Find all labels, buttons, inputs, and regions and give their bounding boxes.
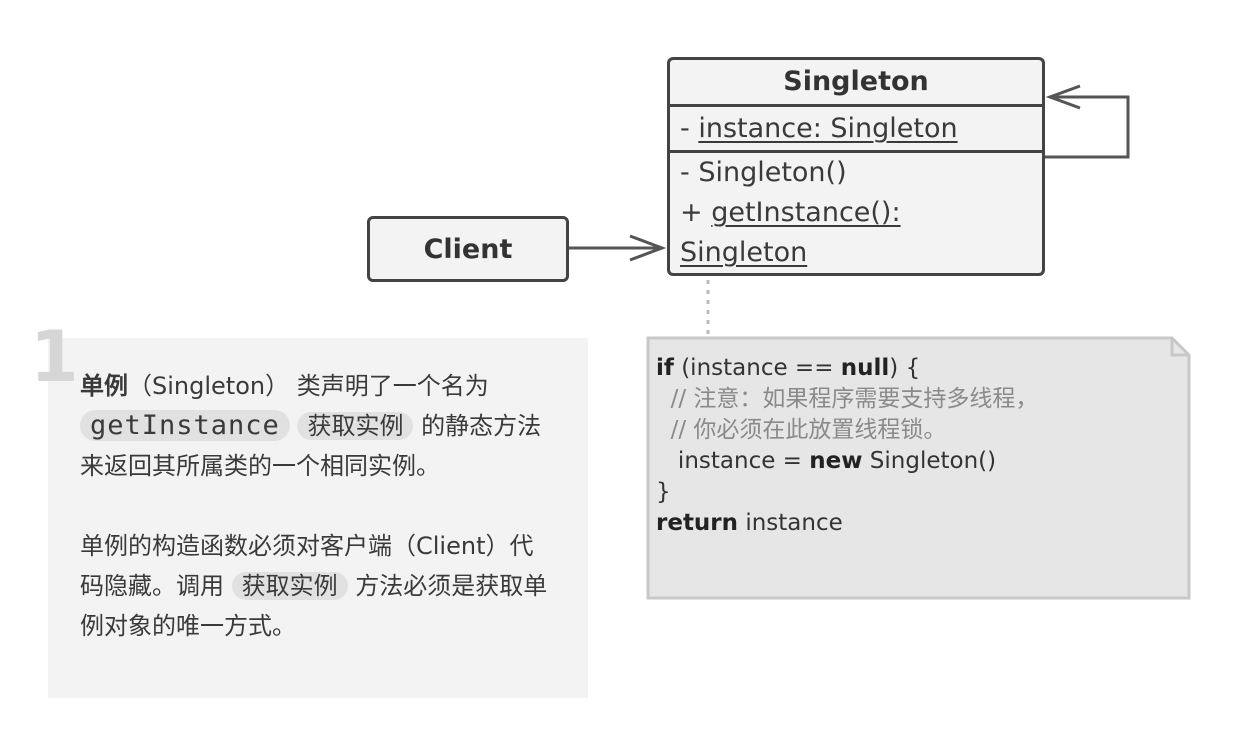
self-association-line: [1045, 95, 1130, 159]
code-text: ) {: [889, 355, 921, 381]
class-fields: - instance: Singleton: [670, 106, 1042, 150]
method-visibility: +: [680, 197, 712, 228]
method-constructor: - Singleton(): [680, 157, 847, 188]
field-visibility: -: [680, 112, 699, 144]
note-p2-text-a: 单例的构造函数必须对客户端（Client）代码隐藏。调用: [80, 532, 534, 600]
method-getinstance-row: + getInstance(): Singleton: [680, 193, 1032, 273]
client-arrowhead: [629, 234, 667, 262]
note-code-getinstance: getInstance: [80, 410, 290, 441]
self-association-arrowhead: [1045, 84, 1081, 110]
note-p2-text-b: 方法必须是获取单例对象的唯一方式。: [80, 572, 548, 640]
code-keyword-new: new: [809, 448, 863, 474]
note-p1-text-a: （Singleton） 类声明了一个名为: [128, 372, 489, 400]
code-line-1: if (instance == null) {: [656, 353, 1189, 384]
code-text: instance: [738, 510, 843, 536]
client-box: Client: [367, 216, 569, 282]
method-getinstance: getInstance(): Singleton: [680, 197, 901, 268]
note-term-singleton: 单例: [80, 372, 128, 400]
class-name: Singleton: [670, 60, 1042, 104]
code-text: instance =: [656, 448, 810, 474]
note-pill-getinstance-2: 获取实例: [231, 572, 348, 600]
field-instance: instance: Singleton: [698, 112, 958, 144]
class-methods: - Singleton() + getInstance(): Singleton: [670, 153, 1042, 273]
note-number: 1: [30, 316, 79, 398]
code-comment-2: // 你必须在此放置线程锁。: [656, 417, 947, 443]
code-line-6: return instance: [656, 508, 1189, 539]
code-text: Singleton(): [862, 448, 997, 474]
code-keyword-null: null: [840, 355, 890, 381]
singleton-class-box: Singleton - instance: Singleton - Single…: [667, 57, 1045, 276]
note-paragraph-1: 单例（Singleton） 类声明了一个名为 getInstance 获取实例 …: [80, 366, 556, 486]
code-note: if (instance == null) { // 注意：如果程序需要支持多线…: [648, 339, 1189, 598]
explanation-note: 单例（Singleton） 类声明了一个名为 getInstance 获取实例 …: [48, 338, 588, 698]
note-paragraph-2: 单例的构造函数必须对客户端（Client）代码隐藏。调用 获取实例 方法必须是获…: [80, 526, 556, 646]
note-pill-getinstance: 获取实例: [297, 412, 414, 440]
code-line-4: instance = new Singleton(): [656, 446, 1189, 477]
code-note-fold: [1170, 338, 1189, 357]
code-text: (instance ==: [673, 355, 841, 381]
code-note-background: [646, 336, 1191, 600]
code-keyword-if: if: [656, 355, 674, 381]
note-p1-text-b: 的静态方法来返回其所属类的一个相同实例。: [80, 412, 542, 480]
code-keyword-return: return: [656, 510, 739, 536]
code-line-5: }: [656, 479, 671, 505]
code-comment-1: // 注意：如果程序需要支持多线程，: [656, 386, 1039, 412]
